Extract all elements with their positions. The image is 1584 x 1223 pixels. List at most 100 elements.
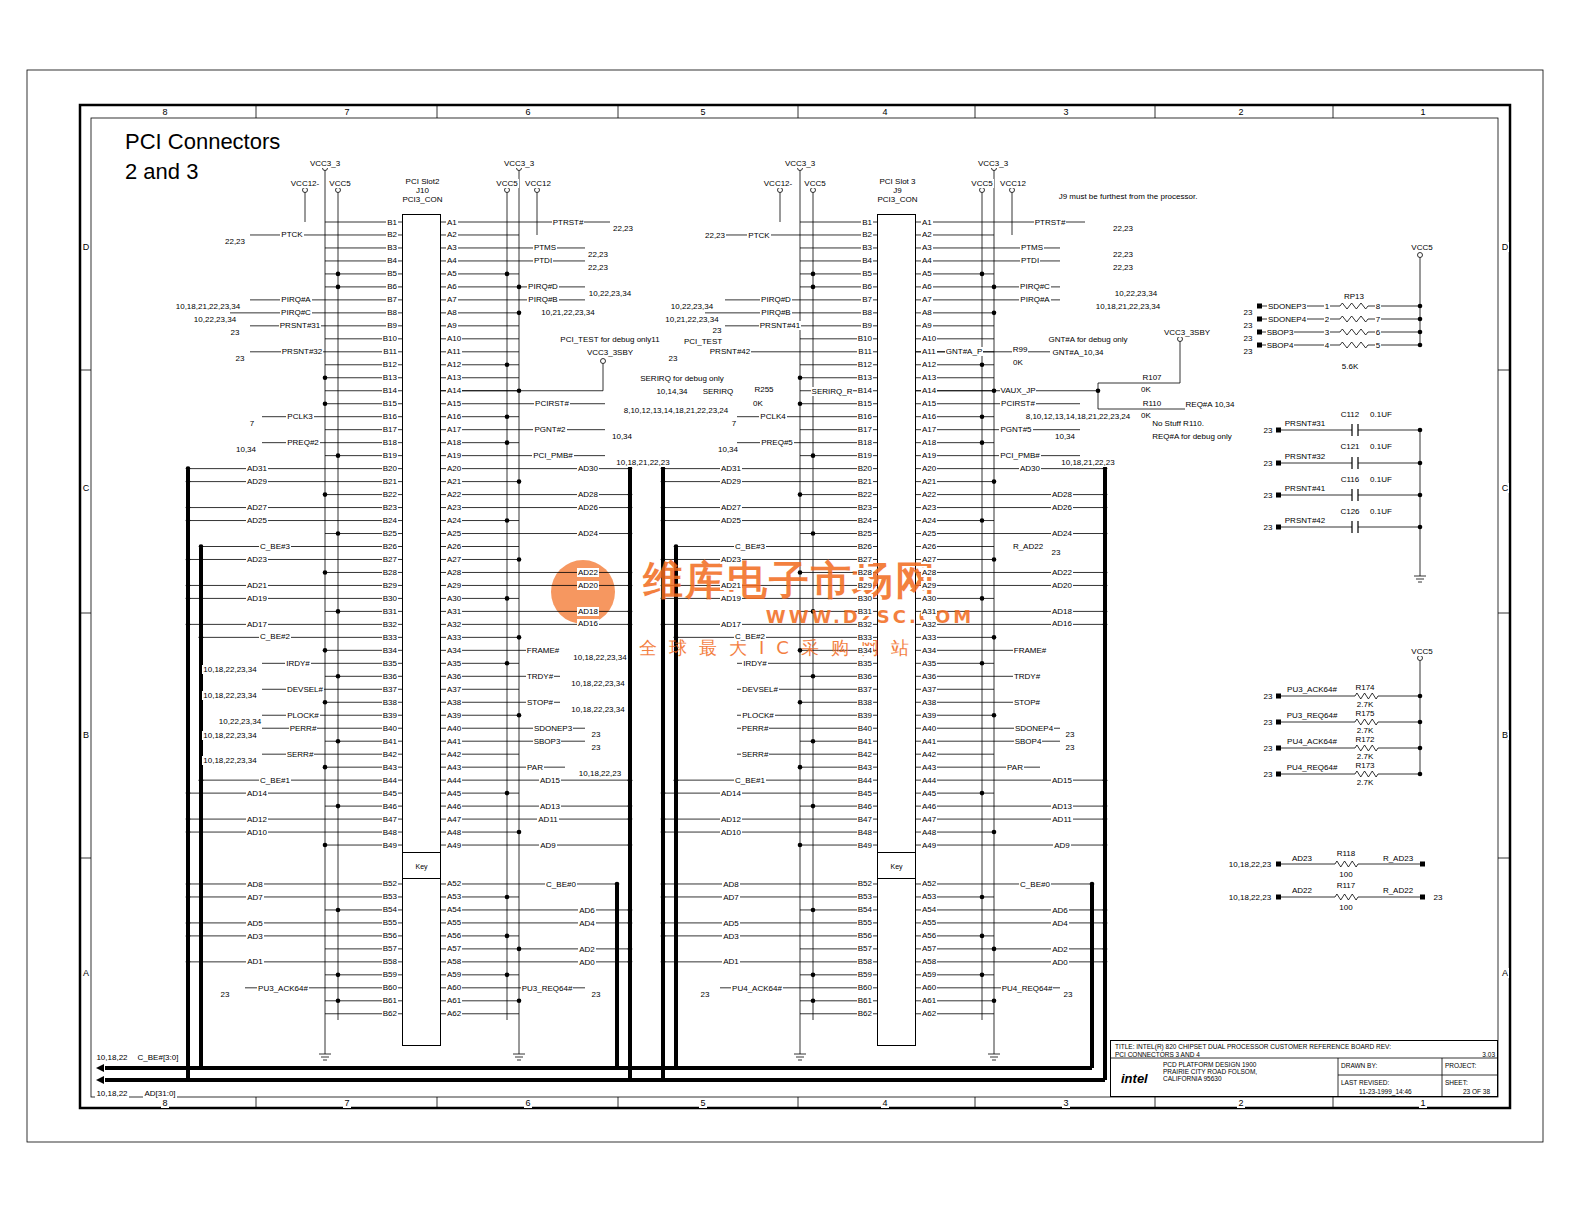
pin-number: A55	[921, 918, 937, 927]
signal-label: 23	[1243, 347, 1254, 356]
zone-marker: 2	[1237, 107, 1244, 117]
pin-number: B28	[857, 568, 873, 577]
pin-number: B21	[382, 477, 398, 486]
wire	[1281, 463, 1352, 464]
junction-dot	[505, 272, 510, 277]
zone-marker: 8	[161, 107, 168, 117]
signal-label: 0.1UF	[1369, 410, 1393, 419]
signal-label: C_BE#3	[259, 542, 291, 551]
pin-number: A23	[921, 503, 937, 512]
signal-label: PTRST#	[552, 218, 585, 227]
wire	[1281, 430, 1352, 431]
junction-dot	[505, 895, 510, 900]
signal-label: 0K	[1140, 411, 1152, 420]
signal-label: PLOCK#	[286, 711, 320, 720]
node-text: PCI CONNECTORS 3 AND 4	[1115, 1051, 1200, 1058]
signal-label: AD17	[720, 620, 742, 629]
pin-number: B30	[382, 594, 398, 603]
wire	[994, 780, 1105, 781]
pin-number: B59	[857, 970, 873, 979]
pin-number: A47	[446, 815, 462, 824]
pin-number: A23	[446, 503, 462, 512]
zone-tick	[1333, 1097, 1334, 1108]
node-text: Key	[890, 863, 902, 871]
ground-symbol	[1416, 579, 1424, 580]
signal-label: C126	[1339, 507, 1360, 516]
junction-dot	[798, 492, 803, 497]
signal-label: AD3	[246, 932, 264, 941]
pin-number: A38	[921, 698, 937, 707]
pin-number: B11	[857, 347, 873, 356]
signal-label: C_BE#[3:0]	[137, 1053, 180, 1062]
junction-dot	[980, 895, 985, 900]
signal-label: AD20	[1051, 581, 1073, 590]
pin-number: B4	[861, 256, 873, 265]
signal-label: AD13	[1051, 802, 1073, 811]
pin-number: B39	[857, 711, 873, 720]
wire	[1281, 696, 1355, 697]
wire	[994, 507, 1105, 508]
junction-dot	[980, 973, 985, 978]
junction-dot	[992, 311, 997, 316]
pin-number: B16	[857, 412, 873, 421]
signal-label: AD1	[246, 957, 264, 966]
pin-number: A35	[446, 659, 462, 668]
net-port	[1257, 304, 1262, 309]
signal-label: 22,23	[612, 224, 634, 233]
signal-label: 10,34	[1054, 432, 1076, 441]
net-port	[1276, 720, 1281, 725]
junction-dot	[811, 531, 816, 536]
ground-rail	[1420, 430, 1421, 572]
signal-label: 23	[591, 743, 602, 752]
signal-label: 4	[1324, 341, 1330, 350]
wire	[994, 611, 1105, 612]
signal-label: 1	[1324, 302, 1330, 311]
resistor-symbol	[1340, 329, 1368, 335]
signal-label: AD29	[720, 477, 742, 486]
ground-symbol	[800, 1050, 801, 1054]
wire	[519, 819, 630, 820]
pin-number: B35	[382, 659, 398, 668]
pin-number: B21	[857, 477, 873, 486]
wire	[1378, 722, 1420, 723]
pin-number: A49	[446, 841, 462, 850]
signal-label: PU4_ACK64#	[1286, 737, 1338, 746]
pin-number: B47	[382, 815, 398, 824]
pin-number: B9	[386, 321, 398, 330]
junction-dot	[980, 414, 985, 419]
node-text: J10	[416, 186, 429, 195]
signal-label: 100	[1338, 903, 1353, 912]
ground-symbol	[519, 1050, 520, 1054]
signal-label: SERIRQ for debug only	[639, 374, 725, 383]
signal-label: PERR#	[741, 724, 770, 733]
wire	[603, 364, 604, 391]
zone-marker: 7	[343, 107, 350, 117]
signal-label: PRSNT#42	[709, 347, 751, 356]
pin-number: B18	[857, 438, 873, 447]
pin-number: B25	[382, 529, 398, 538]
zone-marker: D	[82, 242, 91, 252]
signal-label: AD30	[1019, 464, 1041, 473]
pin-number: A40	[446, 724, 462, 733]
signal-label: IRDY#	[742, 659, 768, 668]
ground-symbol	[990, 1057, 998, 1058]
pin-number: B49	[857, 841, 873, 850]
power-terminal	[1010, 188, 1015, 193]
power-terminal	[505, 188, 510, 193]
wire	[519, 468, 630, 469]
signal-label: 10,18,22,23,34	[202, 691, 257, 700]
pin-number: A59	[921, 970, 937, 979]
wire	[994, 468, 1105, 469]
pin-number: B52	[857, 879, 873, 888]
wire	[994, 624, 1105, 625]
signal-label: C_BE#2	[734, 632, 766, 641]
pin-number: B8	[386, 308, 398, 317]
signal-label: PGNT#2	[533, 425, 566, 434]
data-bus	[628, 470, 632, 1080]
ground-symbol	[1418, 582, 1422, 583]
pin-number: A19	[446, 451, 462, 460]
junction-dot	[517, 713, 522, 718]
wire	[994, 961, 1105, 962]
signal-label: AD14	[246, 789, 268, 798]
signal-label: PU3_ACK64#	[1286, 685, 1338, 694]
